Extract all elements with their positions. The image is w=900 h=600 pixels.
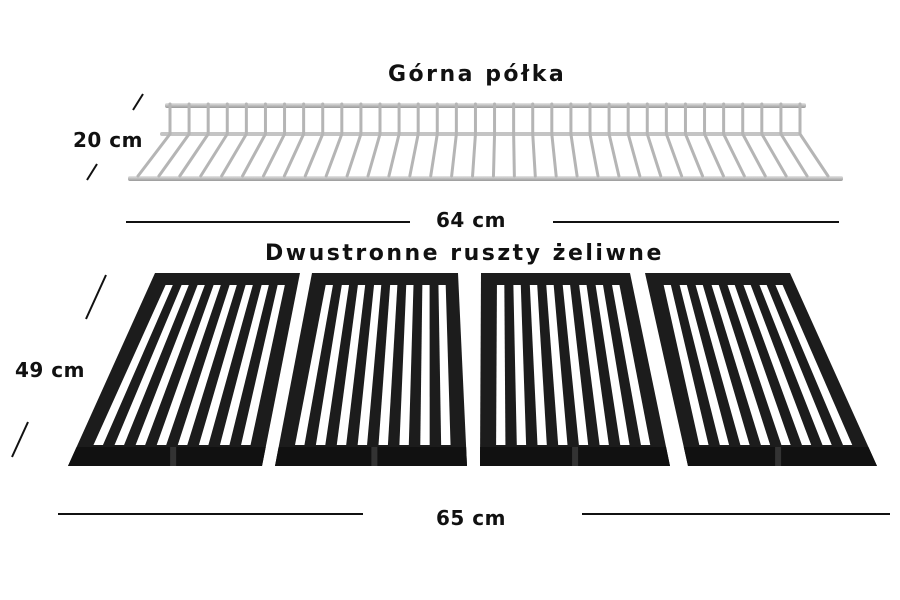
grates-width-label: 65 cm <box>436 506 506 530</box>
grates-height-label: 49 cm <box>15 358 85 382</box>
upper-shelf-width-label: 64 cm <box>436 208 506 232</box>
upper-shelf-height-label: 20 cm <box>73 128 143 152</box>
upper-shelf-width-line-left <box>126 221 410 223</box>
upper-shelf-title: Górna półka <box>388 62 567 87</box>
upper-shelf-width-line-right <box>553 221 839 223</box>
grates-width-line-left <box>58 513 363 515</box>
grates-title: Dwustronne ruszty żeliwne <box>265 241 664 266</box>
grates-width-line-right <box>582 513 890 515</box>
